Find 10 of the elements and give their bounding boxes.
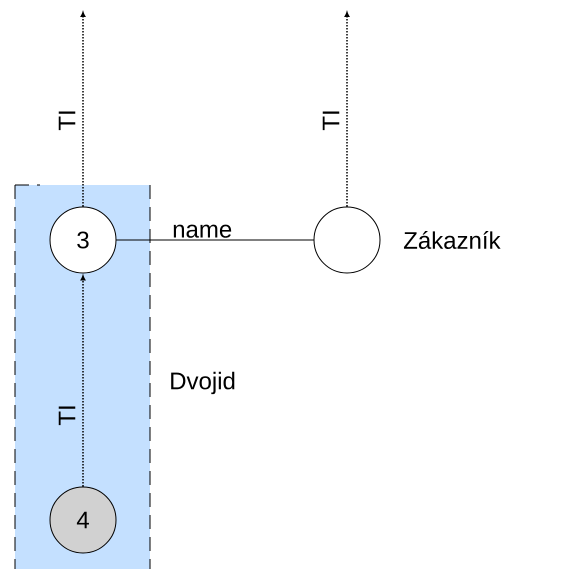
arrow <box>344 12 350 206</box>
node-label: Zákazník <box>404 231 501 249</box>
arrow <box>80 275 86 486</box>
edge-label: TI <box>58 406 76 426</box>
circle <box>314 206 380 274</box>
edge-label: name <box>174 224 232 238</box>
edge-label: TI <box>58 112 76 130</box>
arrow <box>80 12 86 206</box>
node-label: Dvojid <box>171 372 234 394</box>
edge-label: TI <box>322 112 340 130</box>
